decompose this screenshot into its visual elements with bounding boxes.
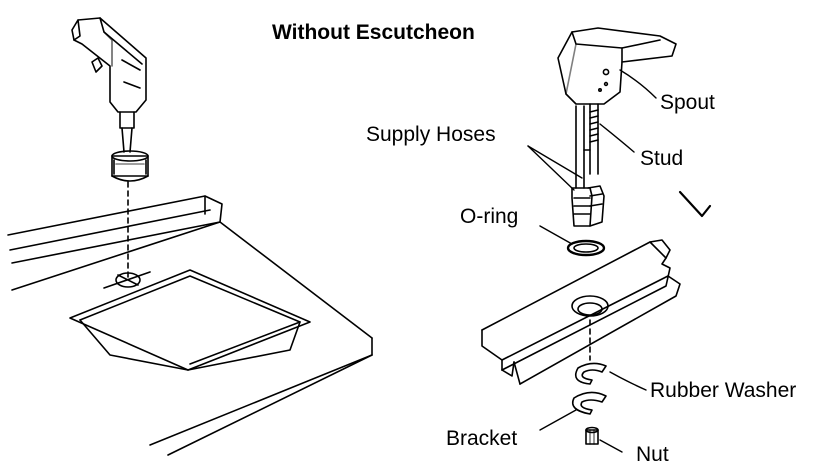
o-ring-part xyxy=(566,239,606,257)
label-nut: Nut xyxy=(636,443,669,466)
label-supply-hoses: Supply Hoses xyxy=(366,123,496,146)
label-rubber-washer: Rubber Washer xyxy=(650,379,797,402)
label-spout: Spout xyxy=(660,91,715,114)
bracket-part xyxy=(571,391,607,415)
nut-part xyxy=(585,426,599,445)
left-countertop-sink xyxy=(7,195,373,456)
rubber-washer-part xyxy=(574,362,607,385)
left-faucet xyxy=(71,17,149,182)
label-stud: Stud xyxy=(640,147,684,170)
o-ring-inner xyxy=(573,243,599,253)
diagram-title: Without Escutcheon xyxy=(272,21,475,44)
label-bracket: Bracket xyxy=(446,427,518,450)
label-o-ring: O-ring xyxy=(460,205,519,228)
tool-icon xyxy=(678,190,712,218)
right-stud-and-hoses xyxy=(571,103,605,227)
leader-lines xyxy=(527,69,657,453)
right-spout xyxy=(557,27,677,105)
right-counter-section xyxy=(481,239,681,385)
